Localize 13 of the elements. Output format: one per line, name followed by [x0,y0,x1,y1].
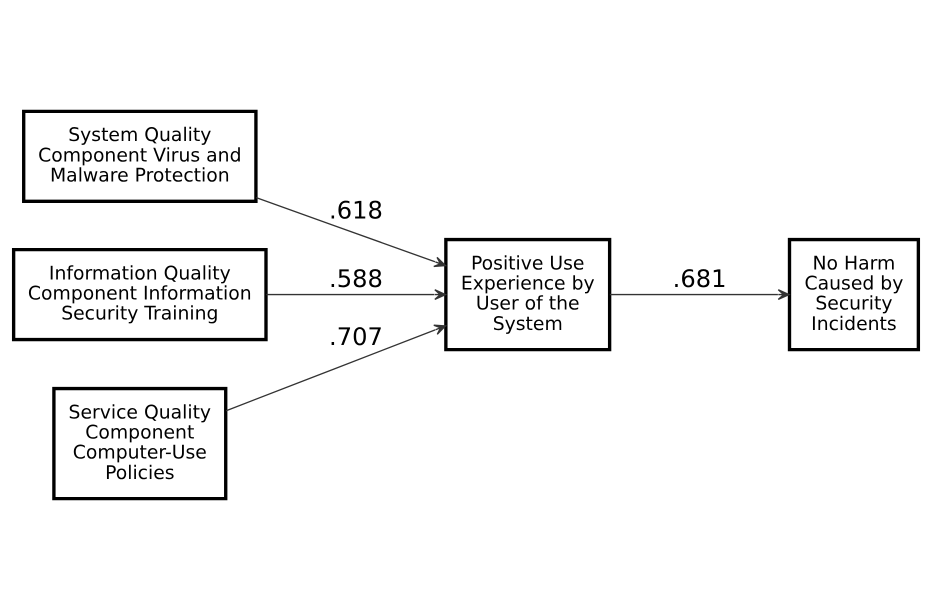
node-box: No Harm Caused by Security Incidents [788,237,920,351]
arrow [610,288,790,300]
arrow [266,288,446,300]
edge-label: .707 [329,322,383,350]
edge-label: .618 [329,196,383,224]
node-box: Information Quality Component Information Security Training [12,247,268,341]
edge-label: .588 [329,264,383,293]
arrow [226,324,446,411]
node-box: Service Quality Component Computer-Use Policies [52,386,228,500]
node-box: Positive Use Experience by User of the System [444,237,612,351]
arrow [256,196,446,267]
node-box: System Quality Component Virus and Malware Protection [22,109,258,202]
edge-label: .681 [672,264,726,293]
